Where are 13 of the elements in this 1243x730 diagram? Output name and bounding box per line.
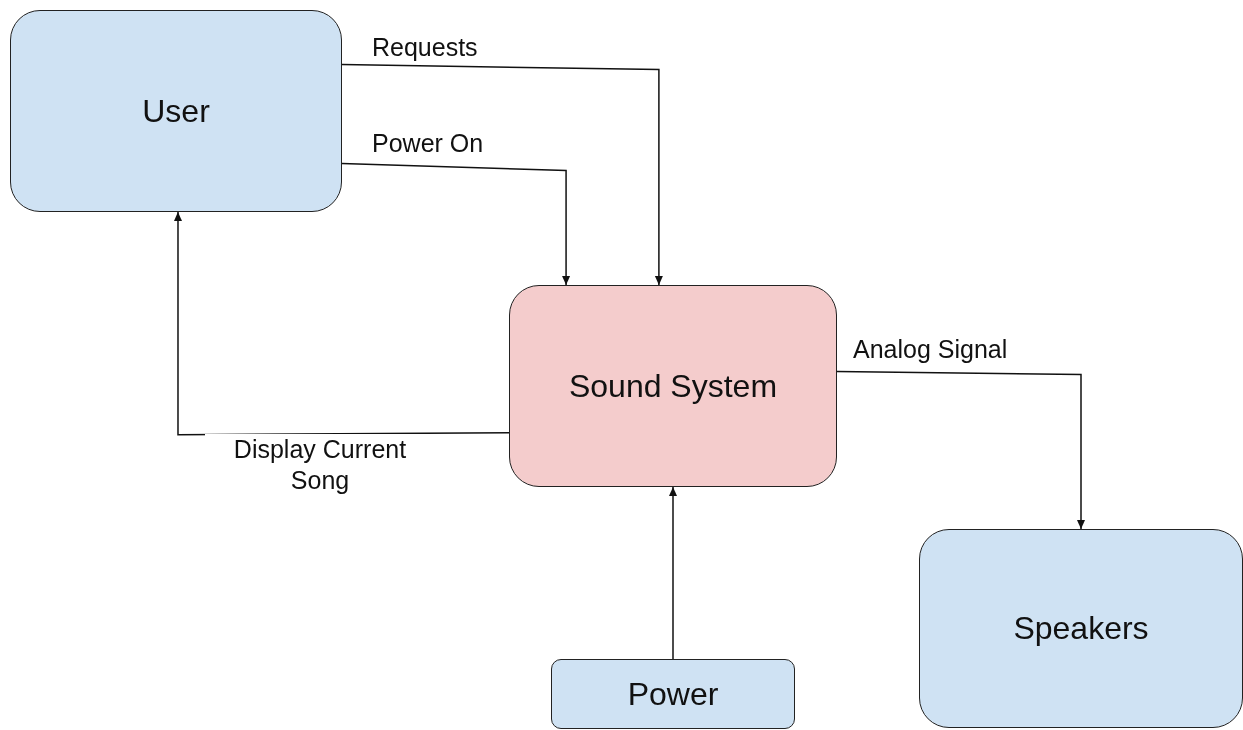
arrow [836,370,1085,530]
arrow [341,63,663,286]
process-box [919,529,1243,728]
arrow [669,486,677,660]
process-box [551,659,795,729]
arrow [341,162,571,286]
arrow [174,211,510,436]
process-box [10,10,342,212]
node-label: Speakers [1013,610,1149,647]
node-label: Sound System [568,367,778,405]
node-label: Power [627,675,719,713]
node-label: User [142,92,210,130]
process-box [509,285,837,487]
